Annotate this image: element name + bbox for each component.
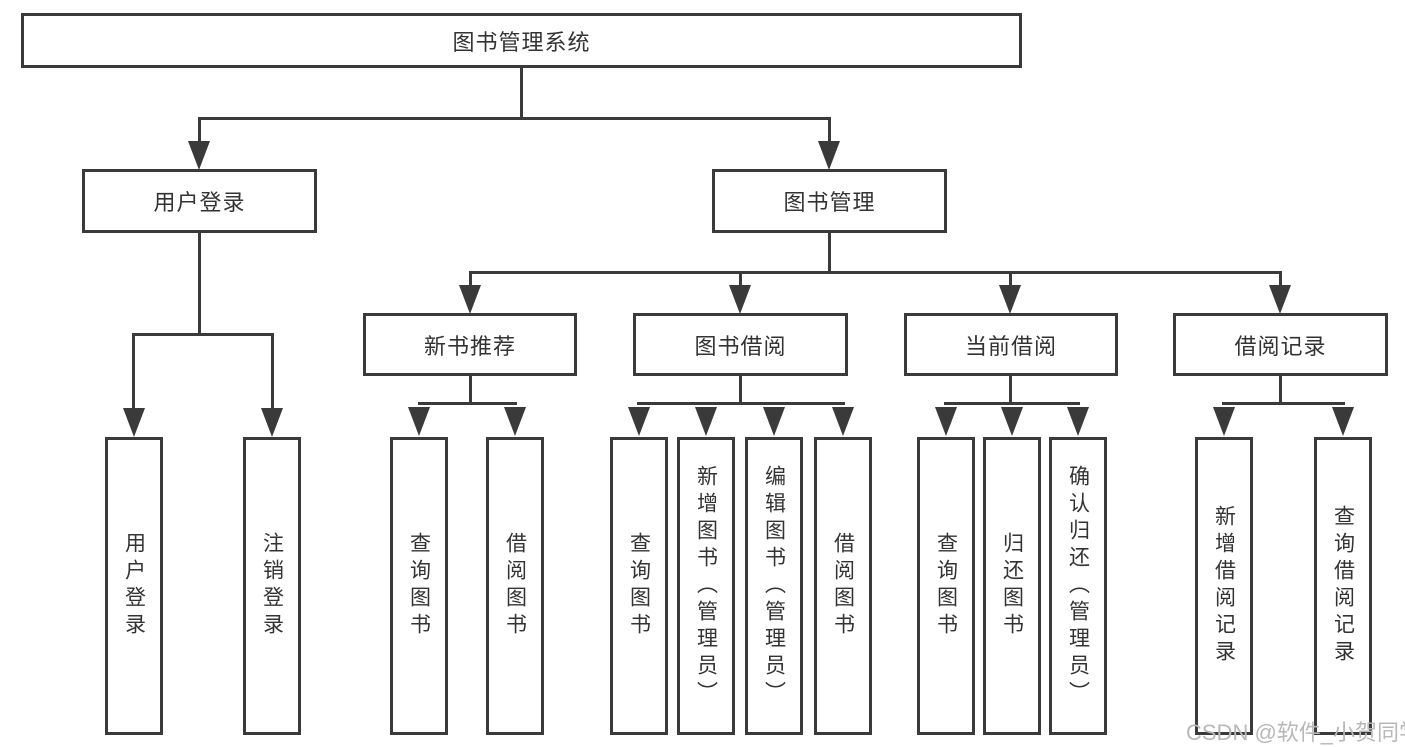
leaf-label: 用户登录 <box>122 532 146 640</box>
arrow-down-icon <box>408 407 430 436</box>
arrow-down-icon <box>628 407 650 436</box>
connector-level3-bar <box>469 271 1282 274</box>
leaf-borrow-books-recommend: 借阅图书 <box>486 437 544 735</box>
arrow-down-icon <box>935 407 957 436</box>
arrow-down-icon <box>763 407 785 436</box>
connector-borrowing-bar <box>637 402 845 405</box>
connector-user-login-drop <box>198 117 201 144</box>
leaf-label: 借阅图书 <box>503 532 527 640</box>
connector-leaf-drop <box>271 333 274 411</box>
leaf-query-books-recommend: 查询图书 <box>390 437 448 735</box>
arrow-down-icon <box>459 285 481 314</box>
leaf-edit-books-admin: 编辑图书（管理员） <box>745 437 803 735</box>
arrow-down-icon <box>261 408 283 437</box>
leaf-return-books: 归还图书 <box>983 437 1041 735</box>
arrow-down-icon <box>818 141 840 170</box>
arrow-down-icon <box>123 408 145 437</box>
leaf-label: 查询图书 <box>407 532 431 640</box>
arrow-down-icon <box>1332 407 1354 436</box>
leaf-label: 编辑图书（管理员） <box>762 464 786 708</box>
connector-book-mgmt-down <box>828 233 831 273</box>
connector-recommend-down <box>469 376 472 405</box>
connector-recommend-bar <box>418 402 517 405</box>
arrow-down-icon <box>999 285 1021 314</box>
node-borrowing-records: 借阅记录 <box>1173 313 1388 376</box>
arrow-down-icon <box>504 407 526 436</box>
leaf-label: 归还图书 <box>1000 532 1024 640</box>
leaf-label: 借阅图书 <box>831 532 855 640</box>
leaf-label: 注销登录 <box>260 532 284 640</box>
connector-level2-bar <box>198 117 831 120</box>
connector-level3-drop <box>1009 271 1012 288</box>
node-book-borrowing: 图书借阅 <box>633 313 848 376</box>
leaf-label: 新增借阅记录 <box>1212 505 1236 667</box>
arrow-down-icon <box>695 407 717 436</box>
connector-leaf-drop <box>132 333 135 411</box>
leaf-label: 查询图书 <box>934 532 958 640</box>
leaf-add-borrow-record: 新增借阅记录 <box>1195 437 1253 735</box>
node-root: 图书管理系统 <box>21 13 1022 68</box>
watermark: CSDN @软件_小贺同学 <box>1186 720 1405 745</box>
leaf-user-login: 用户登录 <box>105 437 163 735</box>
leaf-borrow-books-borrowing: 借阅图书 <box>814 437 872 735</box>
arrow-down-icon <box>832 407 854 436</box>
node-user-login: 用户登录 <box>82 169 317 233</box>
arrow-down-icon <box>1001 407 1023 436</box>
leaf-label: 查询借阅记录 <box>1331 505 1355 667</box>
connector-records-bar <box>1222 402 1345 405</box>
leaf-logout: 注销登录 <box>243 437 301 735</box>
arrow-down-icon <box>188 141 210 170</box>
leaf-label: 确认归还（管理员） <box>1066 464 1090 708</box>
connector-current-bar <box>944 402 1080 405</box>
connector-level3-drop <box>469 271 472 288</box>
leaf-query-borrow-record: 查询借阅记录 <box>1314 437 1372 735</box>
connector-level3-drop <box>1279 271 1282 288</box>
leaf-label: 新增图书（管理员） <box>694 464 718 708</box>
node-current-borrowing: 当前借阅 <box>904 313 1118 376</box>
node-new-book-recommend: 新书推荐 <box>363 313 577 376</box>
leaf-label: 查询图书 <box>627 532 651 640</box>
leaf-add-books-admin: 新增图书（管理员） <box>677 437 735 735</box>
connector-current-down <box>1009 376 1012 405</box>
connector-borrowing-down <box>739 376 742 405</box>
connector-book-mgmt-drop <box>828 117 831 144</box>
arrow-down-icon <box>729 285 751 314</box>
leaf-query-books-borrowing: 查询图书 <box>610 437 668 735</box>
leaf-query-books-current: 查询图书 <box>917 437 975 735</box>
arrow-down-icon <box>1269 285 1291 314</box>
node-book-management: 图书管理 <box>712 169 947 233</box>
arrow-down-icon <box>1213 407 1235 436</box>
connector-level3-drop <box>739 271 742 288</box>
connector-root-drop <box>520 68 523 120</box>
connector-user-login-bar <box>132 333 274 336</box>
connector-records-down <box>1279 376 1282 405</box>
arrow-down-icon <box>1067 407 1089 436</box>
leaf-confirm-return-admin: 确认归还（管理员） <box>1049 437 1107 735</box>
connector-user-login-down <box>198 233 201 335</box>
